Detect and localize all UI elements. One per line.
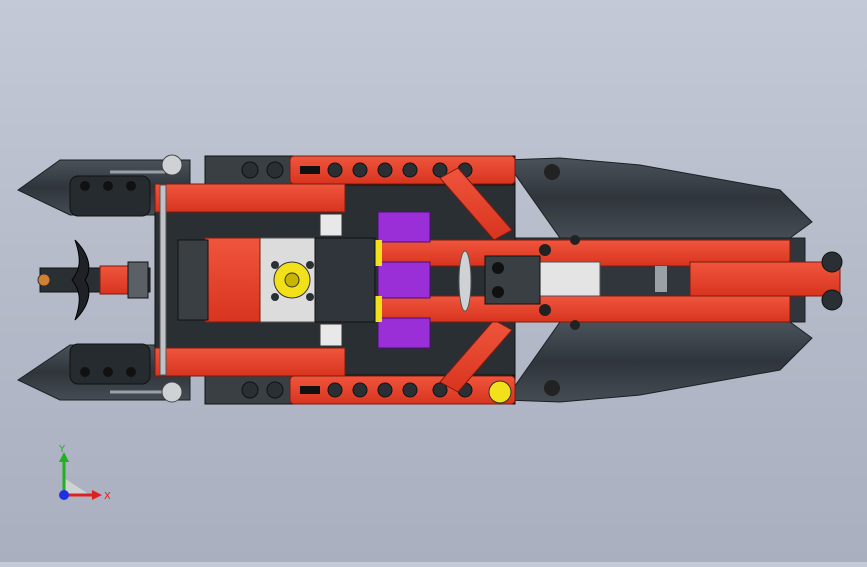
top-beam: [204, 155, 516, 185]
arm-lower: [379, 295, 791, 323]
red-beam-lower-left: [154, 347, 346, 377]
diagonal-link-top: [439, 167, 513, 241]
axis-triad: Y X: [50, 440, 111, 510]
diagonal-link-bottom: [439, 319, 513, 393]
gearbox: [204, 213, 376, 347]
z-axis-dot: [59, 490, 69, 500]
left-pontoon-bottom: [16, 343, 191, 403]
disc: [458, 250, 472, 312]
propeller-assembly: [37, 239, 151, 321]
red-beam-upper-left: [154, 183, 346, 213]
arm-tip: [689, 261, 841, 297]
y-axis-label: Y: [58, 444, 66, 455]
x-axis-label: X: [104, 491, 110, 502]
purple-connectors: [377, 211, 431, 349]
rear-rod: [159, 184, 167, 376]
gray-connector: [539, 261, 601, 297]
yellow-strips: [374, 240, 382, 322]
